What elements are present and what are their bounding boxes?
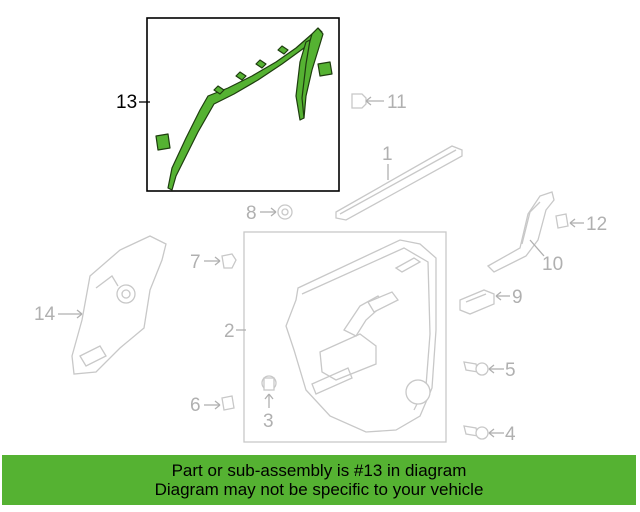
part-11-clip[interactable]: 11 [351,92,407,113]
part-12-clip[interactable]: 12 [555,213,607,235]
callout-10-leader [529,239,545,257]
callout-1-label: 1 [382,144,393,165]
callout-3-label: 3 [263,411,274,432]
callout-13[interactable]: 13 [116,92,150,113]
part-7-push-pin[interactable]: 7 [190,252,237,273]
part-3-clip[interactable]: 3 [261,375,277,432]
callout-6-label: 6 [190,395,201,416]
notice-banner: Part or sub-assembly is #13 in diagram D… [2,455,636,505]
callout-5-label: 5 [505,360,516,381]
panel-inset-frame [243,231,447,443]
callout-14-label: 14 [34,304,56,325]
part-9-handle-bezel[interactable]: 9 [459,287,523,315]
callout-12-label: 12 [586,214,607,235]
parts-diagram: 13 11 1 8 12 10 7 [34,17,607,445]
part-13-window-molding[interactable] [155,27,333,191]
part-2-door-trim-panel[interactable]: 2 [224,231,447,443]
callout-8-label: 8 [246,203,257,224]
part-10-pull-handle[interactable]: 10 [486,191,563,275]
part-8-grommet[interactable]: 8 [246,203,293,224]
part-6-clip[interactable]: 6 [190,395,235,416]
callout-7-label: 7 [190,252,201,273]
callout-9-label: 9 [512,287,523,308]
part-4-screw[interactable]: 4 [463,424,516,445]
callout-10-label: 10 [542,254,563,275]
part-14-watershield[interactable]: 14 [34,235,167,375]
part-1-belt-molding[interactable]: 1 [335,144,463,221]
notice-line-disclaimer: Diagram may not be specific to your vehi… [154,480,484,499]
callout-4-label: 4 [505,424,516,445]
notice-line-part: Part or sub-assembly is #13 in diagram [171,461,467,480]
callout-11-label: 11 [387,92,407,113]
callout-13-label: 13 [116,92,137,113]
callout-2-label: 2 [224,321,235,342]
part-5-screw[interactable]: 5 [463,360,516,381]
